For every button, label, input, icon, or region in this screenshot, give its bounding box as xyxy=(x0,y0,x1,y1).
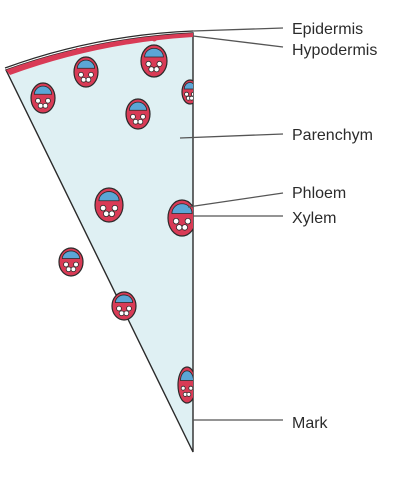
xylem-vessel xyxy=(132,119,139,125)
vascular-bundle xyxy=(177,366,193,404)
xylem-vessel xyxy=(126,305,132,312)
vascular-bundle xyxy=(30,82,56,114)
xylem-vessel xyxy=(181,224,188,231)
xylem-vessel xyxy=(140,113,146,120)
xylem-vessel xyxy=(188,385,193,391)
vascular-bundle xyxy=(167,199,193,237)
leader-epidermis xyxy=(192,27,284,32)
xylem-vessel xyxy=(80,77,87,83)
xylem-vessel xyxy=(108,210,115,217)
vascular-bundle xyxy=(58,247,84,277)
label-hypodermis: Hypodermis xyxy=(292,42,377,59)
label-parenchym: Parenchym xyxy=(292,127,373,144)
xylem-vessel xyxy=(172,217,180,225)
vascular-bundle xyxy=(140,44,168,78)
label-mark: Mark xyxy=(292,415,329,432)
label-epidermis: Epidermis xyxy=(292,21,363,38)
xylem-vessel xyxy=(63,261,69,268)
vascular-bundle xyxy=(125,98,151,130)
xylem-vessel xyxy=(111,204,119,212)
xylem-vessel xyxy=(85,77,92,83)
xylem-vessel xyxy=(180,385,186,391)
xylem-vessel xyxy=(102,210,110,217)
xylem-vessel xyxy=(35,97,41,104)
hypodermis-bump xyxy=(150,37,159,42)
vascular-bundle xyxy=(181,79,193,105)
phloem-cap xyxy=(114,294,134,303)
xylem-vessel xyxy=(148,66,155,73)
label-xylem: Xylem xyxy=(292,210,336,227)
xylem-vessel xyxy=(186,391,192,397)
xylem-vessel xyxy=(118,310,125,317)
phloem-cap xyxy=(98,191,120,202)
xylem-vessel xyxy=(130,113,136,120)
phloem-cap xyxy=(183,82,193,90)
vascular-bundle xyxy=(73,56,99,88)
phloem-cap xyxy=(33,85,53,95)
xylem-vessel xyxy=(70,266,77,273)
phloem-cap xyxy=(128,101,148,111)
epidermis-layer xyxy=(4,30,194,69)
vascular-bundles xyxy=(30,44,193,404)
xylem-vessel xyxy=(42,103,49,109)
xylem-vessel xyxy=(73,261,79,268)
phloem-cap xyxy=(76,59,96,69)
phloem-cap xyxy=(180,370,193,381)
xylem-vessel xyxy=(123,310,130,317)
xylem-vessel xyxy=(145,60,152,67)
xylem-vessel xyxy=(184,91,190,97)
xylem-vessel xyxy=(190,91,193,97)
xylem-vessel xyxy=(45,97,51,104)
phloem-cap xyxy=(144,47,164,58)
hypodermis-bump xyxy=(76,48,84,52)
phloem-cap xyxy=(171,203,193,214)
vascular-bundle xyxy=(111,291,137,321)
xylem-vessel xyxy=(153,66,160,73)
xylem-vessel xyxy=(37,103,44,109)
xylem-vessel xyxy=(99,204,107,212)
phloem-cap xyxy=(61,250,81,259)
xylem-vessel xyxy=(78,71,84,78)
hypodermis-layer xyxy=(6,33,193,75)
leader-phloem xyxy=(187,192,284,208)
xylem-vessel xyxy=(189,95,193,101)
xylem-vessel xyxy=(65,266,72,273)
xylem-vessel xyxy=(88,71,94,78)
vascular-bundle xyxy=(94,187,124,223)
xylem-vessel xyxy=(184,217,192,225)
xylem-vessel xyxy=(137,119,144,125)
xylem-vessel xyxy=(116,305,122,312)
xylem-vessel xyxy=(175,224,183,231)
leader-hypodermis xyxy=(192,35,284,48)
label-phloem: Phloem xyxy=(292,185,346,202)
leader-parenchym xyxy=(179,133,284,139)
xylem-vessel xyxy=(156,60,163,67)
